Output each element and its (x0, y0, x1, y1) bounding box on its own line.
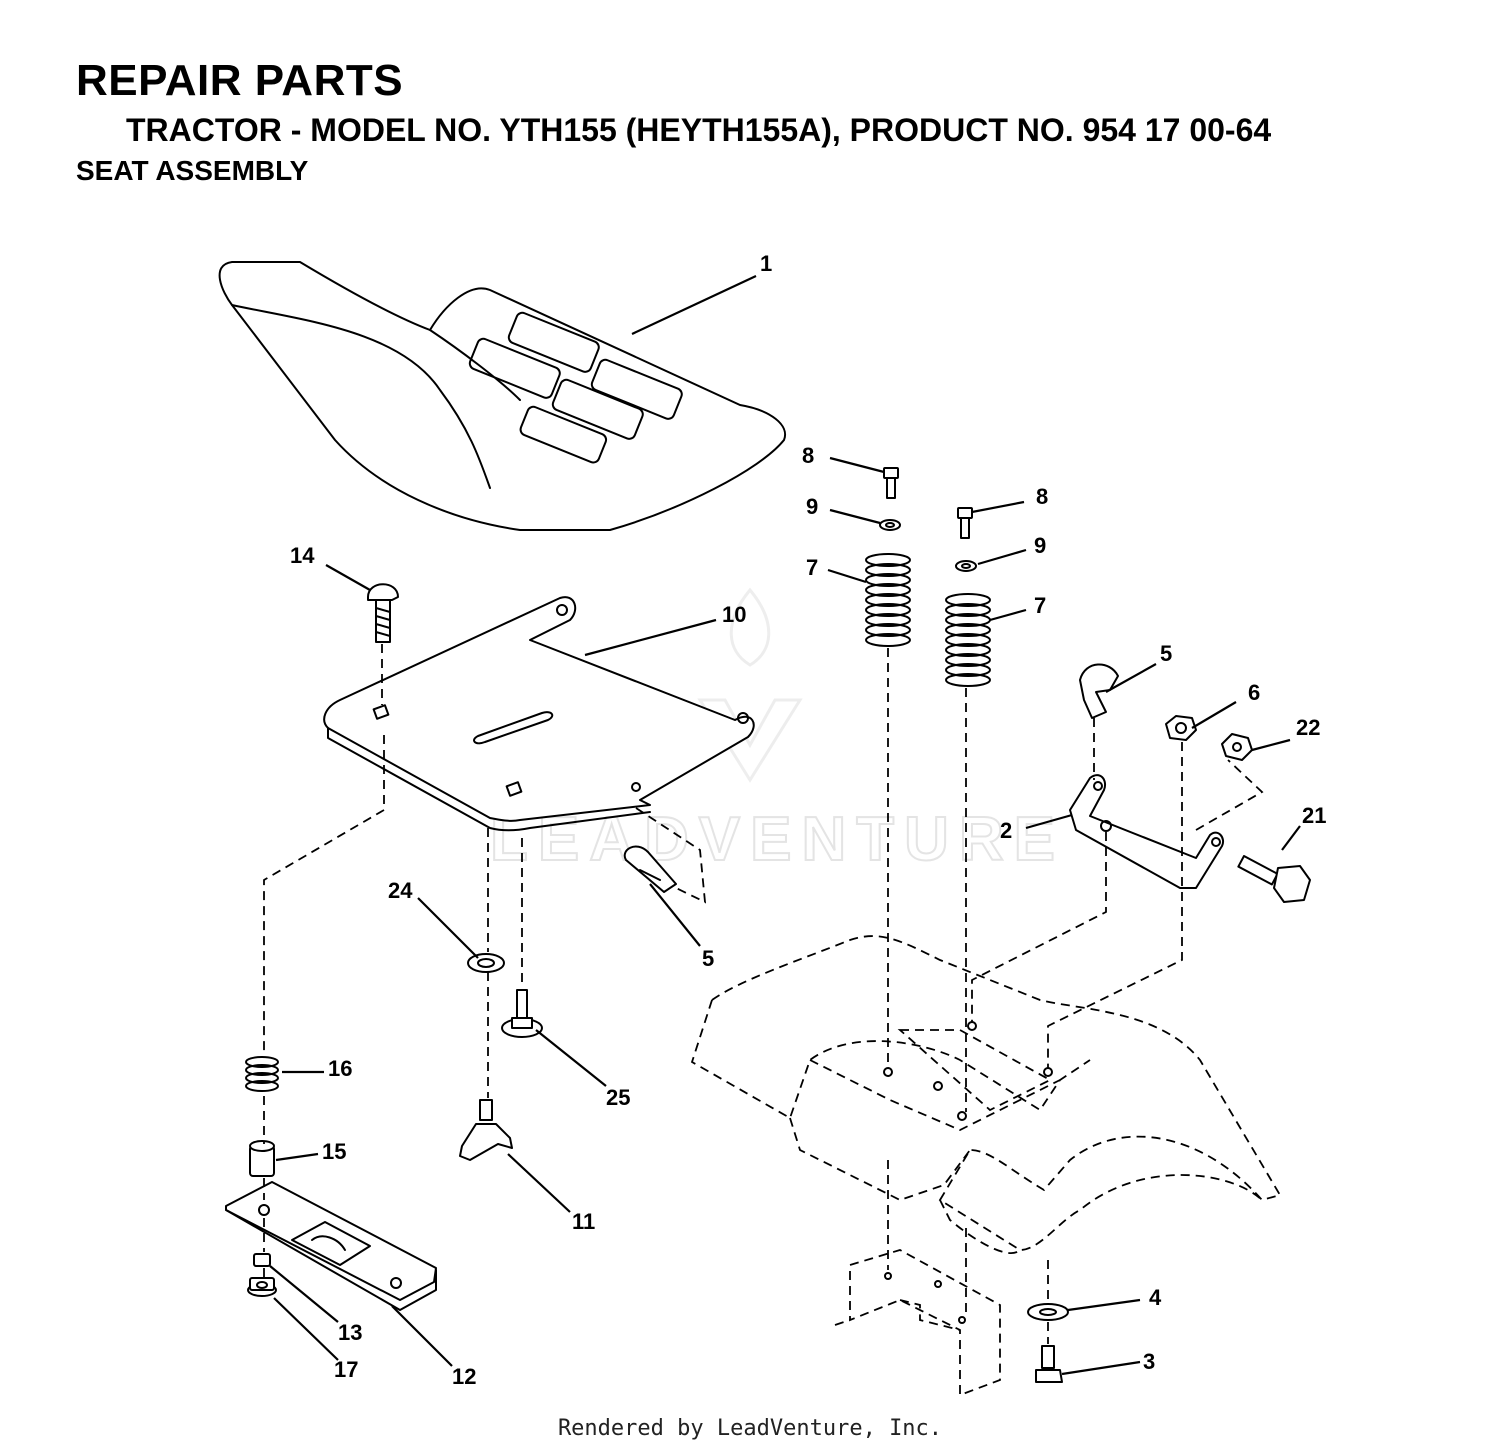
callout-6: 6 (1248, 680, 1260, 705)
washer-part-24 (467, 953, 505, 973)
shoulder-bolt-part-25 (501, 989, 543, 1038)
callout-22: 22 (1296, 715, 1320, 740)
callout-25: 25 (606, 1085, 630, 1110)
watermark-text: LEADVENTURE (490, 805, 1065, 874)
callout-5-right: 5 (1160, 641, 1172, 666)
model-subtitle: TRACTOR - MODEL NO. YTH155 (HEYTH155A), … (126, 112, 1272, 148)
callout-9-left: 9 (806, 494, 818, 519)
callout-4: 4 (1149, 1285, 1162, 1310)
washer-part-4 (1027, 1303, 1069, 1321)
bracket-part-2 (1069, 774, 1224, 889)
callout-13: 13 (338, 1320, 362, 1345)
callout-11: 11 (572, 1209, 595, 1234)
callout-16: 16 (328, 1056, 352, 1081)
washer-part-9-right (955, 560, 977, 572)
spacer-part-15 (249, 1140, 275, 1177)
clip-part-5-left (623, 845, 677, 893)
callout-7-right: 7 (1034, 593, 1046, 618)
nut-part-22 (1221, 733, 1253, 761)
section-title: SEAT ASSEMBLY (76, 155, 309, 186)
callout-5-left: 5 (702, 946, 714, 971)
callout-7-left: 7 (806, 555, 818, 580)
spring-part-16 (245, 1056, 279, 1092)
callout-2: 2 (1000, 818, 1012, 843)
spring-part-7-left (865, 553, 911, 647)
lock-nut-part-6 (1165, 715, 1197, 741)
page-title: REPAIR PARTS (76, 56, 404, 105)
bolt-part-21 (1237, 855, 1311, 903)
leader-lines (269, 275, 1301, 1376)
washer-part-9-left (879, 519, 901, 531)
knob-part-11 (459, 1099, 513, 1161)
callout-3: 3 (1143, 1349, 1155, 1374)
seat-part (218, 261, 787, 531)
clip-part-5-right (1079, 663, 1119, 719)
spring-part-7-right (945, 593, 991, 687)
watermark-logo (697, 587, 803, 783)
seat-plate-part-12 (225, 1181, 437, 1311)
nut-part-13 (253, 1253, 271, 1267)
callout-21: 21 (1302, 803, 1326, 828)
carriage-bolt-part (367, 583, 399, 643)
bolt-part-3 (1035, 1345, 1063, 1383)
callout-labels: 1 2 3 4 5 5 6 7 7 8 8 9 9 10 11 12 13 14… (290, 251, 1326, 1389)
callout-17: 17 (334, 1357, 358, 1382)
callout-8-right: 8 (1036, 484, 1048, 509)
callout-9-right: 9 (1034, 533, 1046, 558)
callout-12: 12 (452, 1364, 476, 1389)
hex-bolt-part-8-left (883, 467, 899, 499)
callout-8-left: 8 (802, 443, 814, 468)
footer-credit: Rendered by LeadVenture, Inc. (557, 1416, 943, 1441)
callout-1: 1 (760, 251, 772, 276)
flange-nut-part-17 (247, 1277, 277, 1297)
callout-15: 15 (322, 1139, 346, 1164)
callout-24: 24 (388, 878, 413, 903)
assembly-lines (263, 644, 1264, 1344)
chassis-frame-dashed (690, 935, 1282, 1397)
callout-14: 14 (290, 543, 315, 568)
callout-10: 10 (722, 602, 746, 627)
hex-bolt-part-8-right (957, 507, 973, 539)
seat-pan-part (323, 596, 755, 832)
